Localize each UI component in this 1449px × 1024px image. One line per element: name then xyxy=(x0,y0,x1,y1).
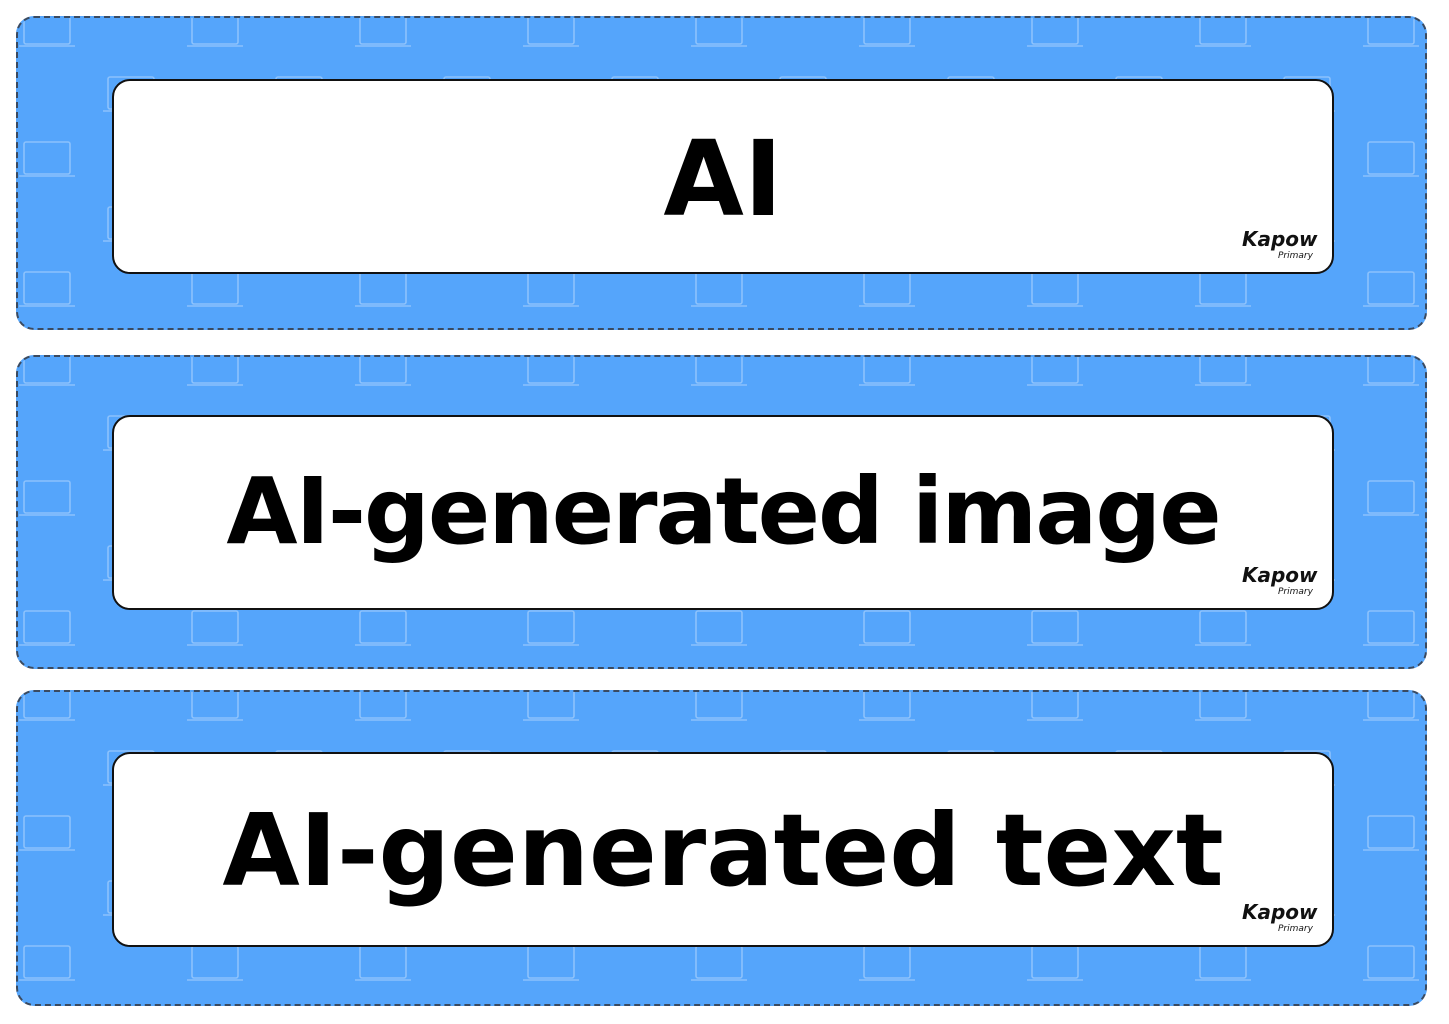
svg-text:Kapow: Kapow xyxy=(1242,227,1318,251)
word-card-1: AI Kapow Primary xyxy=(16,16,1427,330)
word-card-panel: AI-generated text Kapow Primary xyxy=(112,752,1334,947)
word-card-term: AI-generated text xyxy=(222,791,1224,909)
word-card-term: AI-generated image xyxy=(226,457,1221,565)
svg-text:Kapow: Kapow xyxy=(1242,563,1318,587)
kapow-logo: Kapow Primary xyxy=(1242,227,1318,261)
kapow-logo: Kapow Primary xyxy=(1242,563,1318,597)
word-card-panel: AI-generated image Kapow Primary xyxy=(112,415,1334,610)
svg-text:Primary: Primary xyxy=(1278,251,1314,261)
svg-text:Kapow: Kapow xyxy=(1242,900,1318,924)
word-card-panel: AI Kapow Primary xyxy=(112,79,1334,274)
word-card-3: AI-generated text Kapow Primary xyxy=(16,690,1427,1006)
svg-text:Primary: Primary xyxy=(1278,587,1314,597)
word-card-term: AI xyxy=(663,117,783,240)
kapow-logo: Kapow Primary xyxy=(1242,900,1318,934)
word-card-2: AI-generated image Kapow Primary xyxy=(16,355,1427,669)
svg-text:Primary: Primary xyxy=(1278,924,1314,934)
